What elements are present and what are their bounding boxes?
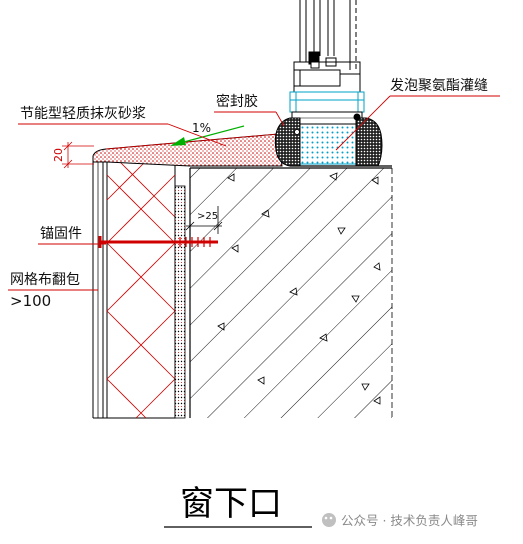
watermark: 公众号 · 技术负责人峰哥 [322,513,478,528]
insulation-board [106,161,176,419]
window-frame [289,0,365,113]
mortar-label: 节能型轻质抹灰砂浆 [20,106,146,122]
sealant-beads [274,113,383,167]
mesh-overlap-label: >100 [10,292,51,310]
anchor-bolt [98,236,218,248]
leader-lines [8,95,500,291]
foam-label: 发泡聚氨酯灌缝 [390,78,488,94]
slope-arrow [170,125,245,146]
anchor-label: 锚固件 [40,226,82,242]
anchor-embed-dimension-text: >25 [197,211,218,222]
watermark-text: 公众号 · 技术负责人峰哥 [341,513,478,528]
sill-mortar-wedge [92,133,283,167]
drawing-title: 窗下口 [180,484,282,524]
mesh-label: 网格布翻包 [10,272,80,288]
sill-thickness-dimension [62,141,94,169]
slope-text: 1% [192,121,211,135]
anchor-embed-dimension [185,206,223,234]
pu-foam-fill [291,111,363,165]
sill-thickness-text: 20 [52,148,65,162]
sealant-label: 密封胶 [216,93,258,110]
concrete-wall [189,167,393,418]
outer-render-layer [92,160,107,419]
bonding-mortar-layer [174,185,186,419]
